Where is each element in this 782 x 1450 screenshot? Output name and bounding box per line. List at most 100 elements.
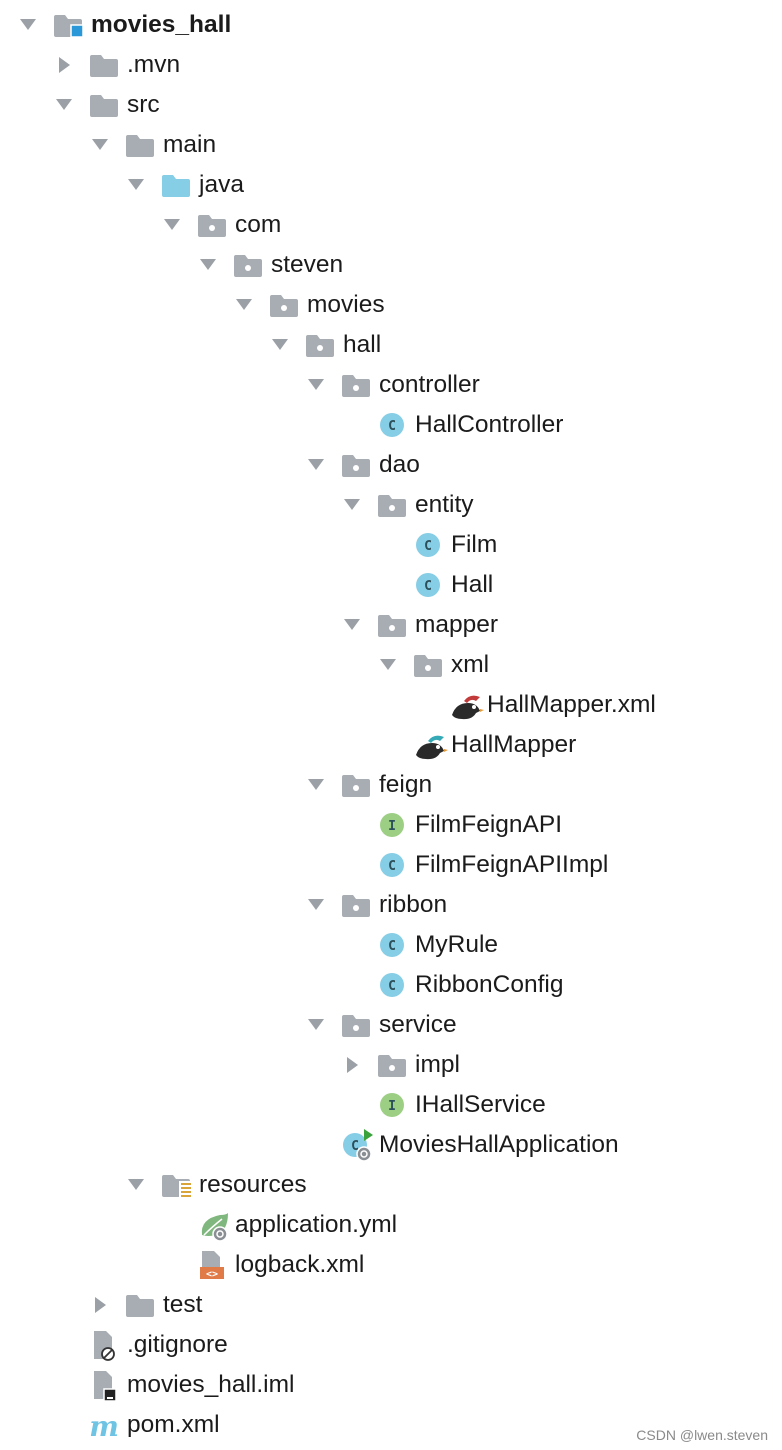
tree-node[interactable]: ribbon bbox=[0, 885, 782, 925]
tree-node[interactable]: test bbox=[0, 1285, 782, 1325]
tree-node[interactable]: main bbox=[0, 125, 782, 165]
tree-node-label: HallMapper.xml bbox=[487, 691, 656, 718]
svg-text:C: C bbox=[351, 1139, 359, 1154]
tree-node-label: dao bbox=[379, 451, 420, 478]
tree-node-label: resources bbox=[199, 1171, 307, 1198]
tree-node[interactable]: entity bbox=[0, 485, 782, 525]
tree-node-label: hall bbox=[343, 331, 382, 358]
package-icon bbox=[198, 205, 232, 245]
expanded-arrow-icon[interactable] bbox=[342, 485, 364, 525]
tree-node-label: xml bbox=[451, 651, 490, 678]
expanded-arrow-icon[interactable] bbox=[306, 445, 328, 485]
tree-node[interactable]: resources bbox=[0, 1165, 782, 1205]
tree-node[interactable]: com bbox=[0, 205, 782, 245]
expanded-arrow-icon[interactable] bbox=[306, 765, 328, 805]
tree-node-label: service bbox=[379, 1011, 457, 1038]
class-icon: C bbox=[378, 405, 412, 445]
tree-node-label: Hall bbox=[451, 571, 494, 598]
collapsed-arrow-icon[interactable] bbox=[54, 45, 76, 85]
tree-node[interactable]: movies_hall.iml bbox=[0, 1365, 782, 1405]
tree-node-label: Film bbox=[451, 531, 498, 558]
tree-node-label: IHallService bbox=[415, 1091, 546, 1118]
expanded-arrow-icon[interactable] bbox=[270, 325, 292, 365]
maven-pom-icon: m bbox=[90, 1405, 124, 1445]
tree-node[interactable]: C Hall bbox=[0, 565, 782, 605]
class-icon: C bbox=[378, 925, 412, 965]
tree-node[interactable]: xml bbox=[0, 645, 782, 685]
tree-node[interactable]: hall bbox=[0, 325, 782, 365]
tree-node[interactable]: impl bbox=[0, 1045, 782, 1085]
tree-node-label: MyRule bbox=[415, 931, 499, 958]
interface-icon: I bbox=[378, 805, 412, 845]
collapsed-arrow-icon[interactable] bbox=[90, 1285, 112, 1325]
tree-node[interactable]: C RibbonConfig bbox=[0, 965, 782, 1005]
expanded-arrow-icon[interactable] bbox=[18, 5, 40, 45]
tree-node[interactable]: controller bbox=[0, 365, 782, 405]
svg-text:C: C bbox=[388, 859, 396, 874]
package-icon bbox=[234, 245, 268, 285]
tree-node-label: movies_hall bbox=[91, 11, 232, 38]
class-icon: C bbox=[414, 565, 448, 605]
expanded-arrow-icon[interactable] bbox=[378, 645, 400, 685]
tree-node[interactable]: feign bbox=[0, 765, 782, 805]
tree-node-label: application.yml bbox=[235, 1211, 398, 1238]
tree-node[interactable]: C Film bbox=[0, 525, 782, 565]
tree-node-label: ribbon bbox=[379, 891, 448, 918]
package-icon bbox=[414, 645, 448, 685]
tree-node-label: test bbox=[163, 1291, 203, 1318]
tree-node[interactable]: movies bbox=[0, 285, 782, 325]
tree-node[interactable]: application.yml bbox=[0, 1205, 782, 1245]
package-icon bbox=[342, 445, 376, 485]
tree-node-label: mapper bbox=[415, 611, 499, 638]
svg-text:C: C bbox=[424, 579, 432, 594]
tree-node[interactable]: HallMapper bbox=[0, 725, 782, 765]
expanded-arrow-icon[interactable] bbox=[162, 205, 184, 245]
tree-node[interactable]: steven bbox=[0, 245, 782, 285]
expanded-arrow-icon[interactable] bbox=[198, 245, 220, 285]
tree-node[interactable]: movies_hall bbox=[0, 5, 782, 45]
tree-node[interactable]: .gitignore bbox=[0, 1325, 782, 1365]
svg-text:C: C bbox=[424, 539, 432, 554]
folder-icon bbox=[126, 125, 160, 165]
expanded-arrow-icon[interactable] bbox=[234, 285, 256, 325]
expanded-arrow-icon[interactable] bbox=[90, 125, 112, 165]
source-root-folder-icon bbox=[162, 165, 196, 205]
expanded-arrow-icon[interactable] bbox=[126, 165, 148, 205]
svg-text:m: m bbox=[90, 1410, 119, 1443]
tree-node-label: FilmFeignAPI bbox=[415, 811, 563, 838]
expanded-arrow-icon[interactable] bbox=[306, 885, 328, 925]
tree-node[interactable]: java bbox=[0, 165, 782, 205]
expanded-arrow-icon[interactable] bbox=[126, 1165, 148, 1205]
tree-node-label: com bbox=[235, 211, 282, 238]
expanded-arrow-icon[interactable] bbox=[342, 605, 364, 645]
interface-icon: I bbox=[378, 1085, 412, 1125]
collapsed-arrow-icon[interactable] bbox=[342, 1045, 364, 1085]
tree-node[interactable]: src bbox=[0, 85, 782, 125]
resources-folder-icon bbox=[162, 1165, 196, 1205]
mybatis-xml-icon bbox=[450, 685, 484, 725]
tree-node[interactable]: mapper bbox=[0, 605, 782, 645]
tree-node[interactable]: dao bbox=[0, 445, 782, 485]
tree-node[interactable]: .mvn bbox=[0, 45, 782, 85]
expanded-arrow-icon[interactable] bbox=[54, 85, 76, 125]
tree-node-label: .mvn bbox=[127, 51, 181, 78]
tree-node[interactable]: service bbox=[0, 1005, 782, 1045]
tree-node-label: steven bbox=[271, 251, 344, 278]
tree-node[interactable]: <>logback.xml bbox=[0, 1245, 782, 1285]
watermark: CSDN @lwen.steven bbox=[636, 1427, 768, 1443]
svg-text:C: C bbox=[388, 979, 396, 994]
expanded-arrow-icon[interactable] bbox=[306, 1005, 328, 1045]
mybatis-mapper-icon bbox=[414, 725, 448, 765]
tree-node-label: HallController bbox=[415, 411, 564, 438]
folder-icon bbox=[126, 1285, 160, 1325]
tree-node[interactable]: C MoviesHallApplication bbox=[0, 1125, 782, 1165]
tree-node[interactable]: HallMapper.xml bbox=[0, 685, 782, 725]
expanded-arrow-icon[interactable] bbox=[306, 365, 328, 405]
tree-node-label: RibbonConfig bbox=[415, 971, 564, 998]
